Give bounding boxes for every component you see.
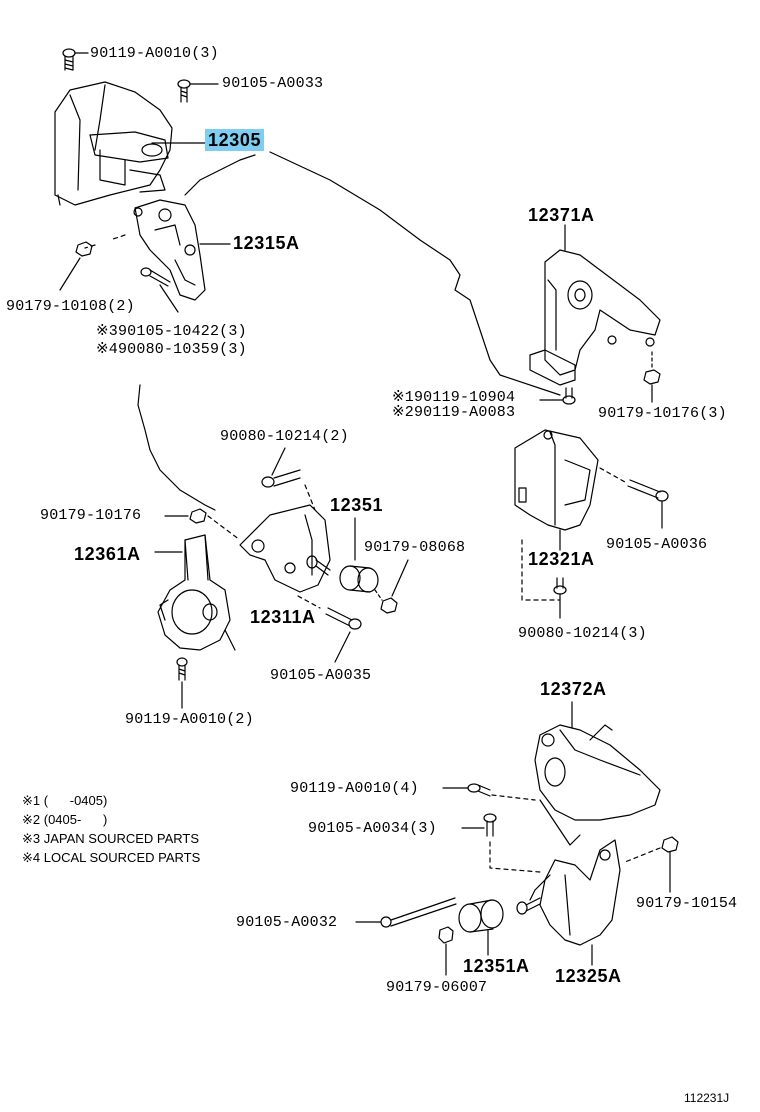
label-90179-06007: 90179-06007	[386, 979, 488, 996]
label-90080-10214-2: 90080-10214(2)	[220, 428, 349, 445]
label-90179-10108-2: 90179-10108(2)	[6, 298, 135, 315]
label-12311A: 12311A	[250, 607, 316, 627]
nut-90179-10154	[661, 836, 679, 853]
label-12315A: 12315A	[233, 233, 300, 253]
label-90080-10359-3: ※490080-10359(3)	[96, 341, 247, 358]
label-90119-A0010-3: 90119-A0010(3)	[90, 45, 219, 62]
nut-90179-10176-right	[643, 369, 661, 385]
label-12372A: 12372A	[540, 679, 607, 699]
nut-90179-10176-left	[189, 508, 207, 524]
bolt-90105-A0036	[627, 479, 669, 502]
bolt-90119-A0010-lower	[467, 783, 491, 797]
nut-90179-06007	[438, 926, 454, 944]
bolt-inner-12311A	[306, 555, 331, 576]
label-90179-10154: 90179-10154	[636, 895, 738, 912]
nut-90179-08068	[380, 597, 398, 614]
label-12351: 12351	[330, 495, 384, 515]
bracket-12311A-drawing	[239, 504, 331, 593]
engine-mount-12305-drawing	[54, 81, 173, 206]
bush-12351-upper	[339, 565, 379, 593]
bolt-inner-12325A	[516, 897, 541, 915]
label-90119-A0010-4: 90119-A0010(4)	[290, 780, 419, 797]
bolt-90080-10214-right	[553, 577, 567, 595]
bolt-90105-A0034	[483, 813, 497, 837]
bolt-90105-A0035	[325, 607, 362, 630]
bracket-12325A-drawing	[529, 839, 621, 946]
bolt-90105-10422	[140, 267, 171, 287]
bolt-90119-A0010-mid	[176, 657, 188, 681]
note-3: ※3 JAPAN SOURCED PARTS	[22, 831, 200, 846]
mount-12371A-drawing	[529, 249, 661, 386]
highlight-12305: 12305	[205, 129, 265, 151]
label-90119-A0010-2: 90119-A0010(2)	[125, 711, 254, 728]
bolt-90105-A0033	[177, 79, 191, 103]
nut-90179-10108	[75, 241, 93, 257]
label-90119-10904: ※190119-10904	[392, 389, 516, 406]
bolt-90119-10904	[562, 387, 576, 405]
mount-12361A-drawing	[157, 534, 236, 651]
bolt-90105-A0032	[380, 897, 457, 928]
label-90105-10422-3: ※390105-10422(3)	[96, 323, 247, 340]
label-90105-A0034-3: 90105-A0034(3)	[308, 820, 437, 837]
mount-12372A-drawing	[534, 724, 661, 846]
label-90105-A0032: 90105-A0032	[236, 914, 338, 931]
label-12321A: 12321A	[528, 549, 595, 569]
bolt-90080-10214-left	[261, 469, 301, 488]
label-90179-10176: 90179-10176	[40, 507, 142, 524]
note-4: ※4 LOCAL SOURCED PARTS	[22, 850, 201, 865]
label-90119-A0083: ※290119-A0083	[392, 404, 516, 421]
label-12371A: 12371A	[528, 205, 595, 225]
bracket-12321A-drawing	[514, 429, 599, 531]
label-12351A: 12351A	[463, 956, 530, 976]
note-2: ※2 (0405- )	[22, 812, 108, 827]
label-90179-10176-3: 90179-10176(3)	[598, 405, 727, 422]
bush-12351A-drawing	[458, 899, 504, 933]
label-90105-A0035: 90105-A0035	[270, 667, 372, 684]
bracket-12315A-drawing	[133, 199, 206, 301]
label-90105-A0036: 90105-A0036	[606, 536, 708, 553]
diagram-reference-code: 112231J	[684, 1091, 730, 1105]
label-90179-08068: 90179-08068	[364, 539, 466, 556]
label-12325A: 12325A	[555, 966, 622, 986]
bolt-90119-A0010-top	[62, 48, 76, 71]
label-90105-A0033: 90105-A0033	[222, 75, 324, 92]
note-1: ※1 ( -0405)	[22, 793, 108, 808]
label-12361A: 12361A	[74, 544, 141, 564]
label-12305-highlighted: 12305	[205, 129, 265, 151]
label-90080-10214-3: 90080-10214(3)	[518, 625, 647, 642]
